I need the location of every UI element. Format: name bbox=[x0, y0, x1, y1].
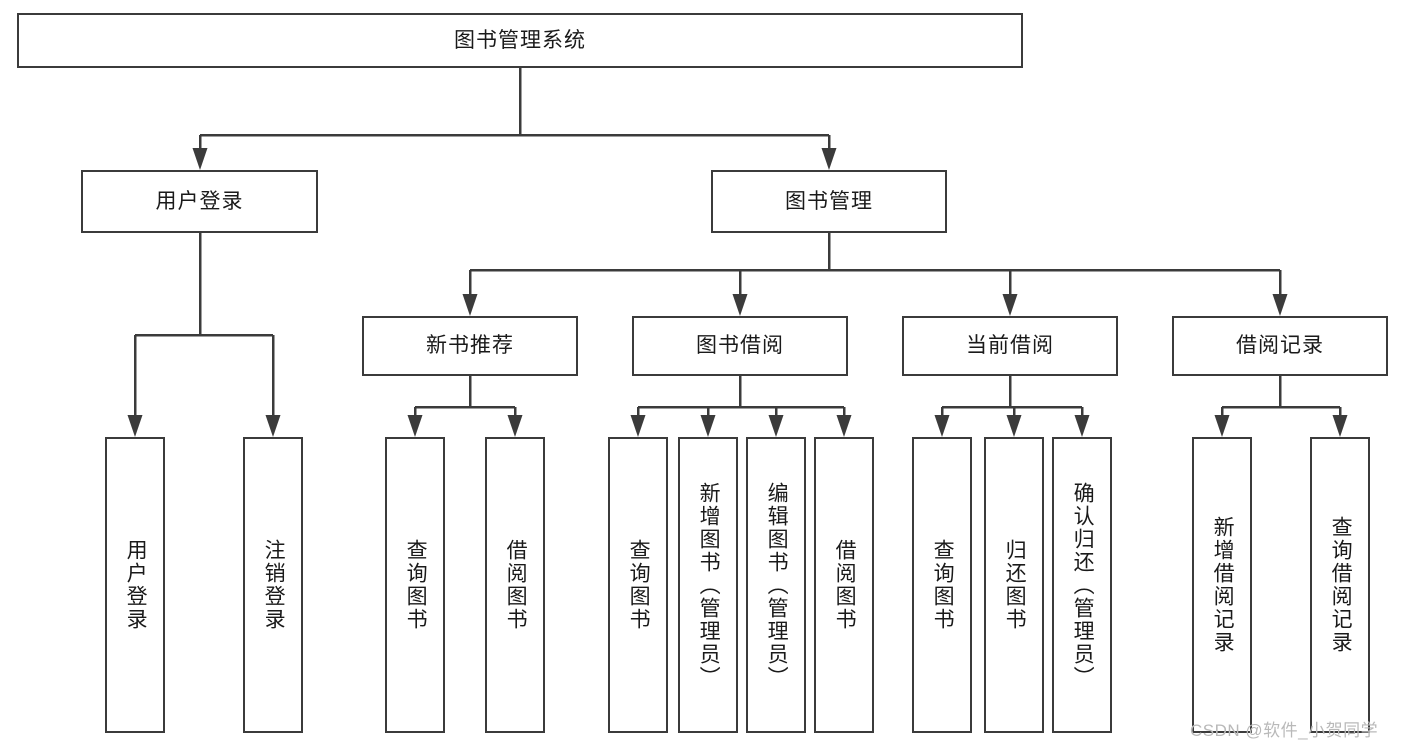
node-login[interactable]: 用户登录 bbox=[81, 170, 318, 233]
node-leaf-10[interactable]: 归还图书 bbox=[984, 437, 1044, 733]
node-newbook[interactable]: 新书推荐 bbox=[362, 316, 578, 376]
arrow-head bbox=[1332, 415, 1348, 437]
node-label: 图书管理系统 bbox=[454, 28, 586, 52]
node-label: 新增借阅记录 bbox=[1211, 516, 1235, 654]
node-bookmgmt[interactable]: 图书管理 bbox=[711, 170, 947, 233]
node-label: 查询借阅记录 bbox=[1329, 516, 1353, 654]
node-leaf-11[interactable]: 确认归还（管理员） bbox=[1052, 437, 1112, 733]
arrow-head bbox=[407, 415, 423, 437]
arrow-head bbox=[836, 415, 852, 437]
arrow-head bbox=[1272, 294, 1288, 316]
node-label: 查询图书 bbox=[627, 539, 651, 631]
arrow-head bbox=[507, 415, 523, 437]
node-label: 借阅记录 bbox=[1236, 334, 1324, 358]
node-label: 图书管理 bbox=[785, 189, 873, 213]
node-label: 新书推荐 bbox=[426, 334, 514, 358]
arrow-head bbox=[1074, 415, 1090, 437]
node-leaf-8[interactable]: 借阅图书 bbox=[814, 437, 874, 733]
node-label: 当前借阅 bbox=[966, 334, 1054, 358]
node-label: 确认归还（管理员） bbox=[1071, 481, 1095, 689]
node-leaf-1[interactable]: 用户登录 bbox=[105, 437, 165, 733]
arrow-head bbox=[1214, 415, 1230, 437]
node-label: 用户登录 bbox=[155, 189, 244, 213]
arrow-head bbox=[127, 415, 143, 437]
node-label: 借阅图书 bbox=[833, 539, 857, 631]
arrow-head bbox=[1006, 415, 1022, 437]
node-leaf-6[interactable]: 新增图书（管理员） bbox=[678, 437, 738, 733]
node-borrow[interactable]: 图书借阅 bbox=[632, 316, 848, 376]
node-leaf-9[interactable]: 查询图书 bbox=[912, 437, 972, 733]
node-leaf-13[interactable]: 查询借阅记录 bbox=[1310, 437, 1370, 733]
node-label: 图书借阅 bbox=[696, 334, 784, 358]
node-label: 用户登录 bbox=[124, 539, 148, 631]
arrow-head bbox=[934, 415, 950, 437]
node-leaf-2[interactable]: 注销登录 bbox=[243, 437, 303, 733]
node-records[interactable]: 借阅记录 bbox=[1172, 316, 1388, 376]
node-leaf-5[interactable]: 查询图书 bbox=[608, 437, 668, 733]
node-label: 查询图书 bbox=[931, 539, 955, 631]
arrow-head bbox=[462, 294, 478, 316]
node-root[interactable]: 图书管理系统 bbox=[17, 13, 1023, 68]
node-leaf-12[interactable]: 新增借阅记录 bbox=[1192, 437, 1252, 733]
arrow-head bbox=[630, 415, 646, 437]
arrow-head bbox=[265, 415, 281, 437]
node-leaf-4[interactable]: 借阅图书 bbox=[485, 437, 545, 733]
node-label: 归还图书 bbox=[1003, 539, 1027, 631]
arrow-head bbox=[768, 415, 784, 437]
node-leaf-7[interactable]: 编辑图书（管理员） bbox=[746, 437, 806, 733]
node-label: 借阅图书 bbox=[504, 539, 528, 631]
arrow-head bbox=[1002, 294, 1018, 316]
arrow-head bbox=[192, 148, 208, 170]
node-label: 查询图书 bbox=[404, 539, 428, 631]
node-current[interactable]: 当前借阅 bbox=[902, 316, 1118, 376]
node-label: 编辑图书（管理员） bbox=[765, 481, 789, 689]
node-label: 注销登录 bbox=[262, 539, 286, 631]
node-label: 新增图书（管理员） bbox=[697, 481, 721, 689]
arrow-head bbox=[821, 148, 837, 170]
arrow-head bbox=[732, 294, 748, 316]
node-leaf-3[interactable]: 查询图书 bbox=[385, 437, 445, 733]
arrow-head bbox=[700, 415, 716, 437]
